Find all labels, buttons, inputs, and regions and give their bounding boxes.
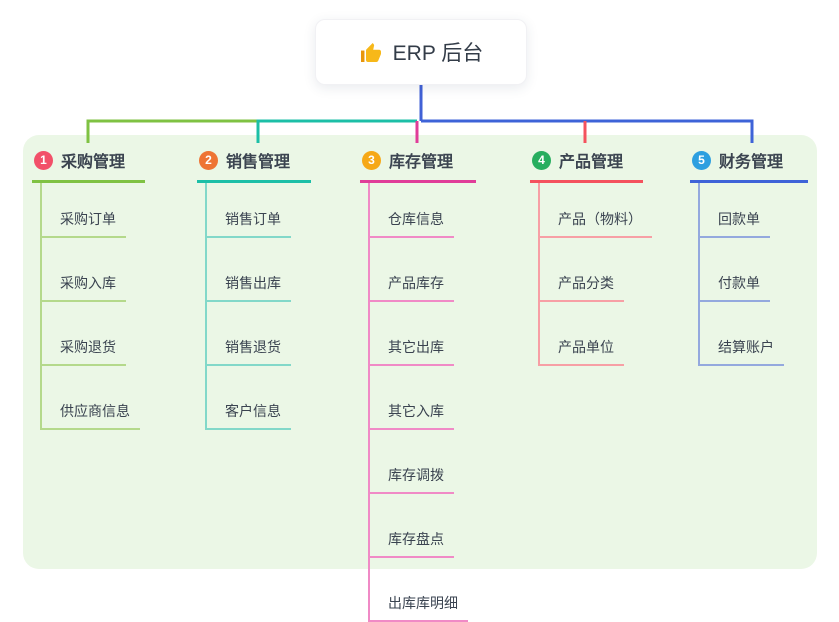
tree-node[interactable]: 结算账户 (700, 302, 784, 366)
branch-label: 采购管理 (61, 154, 126, 171)
branch-inventory: 3 库存管理 仓库信息 产品库存 其它出库 其它入库 库存调拨 库存盘点 出库库… (360, 148, 476, 622)
branch-items: 销售订单 销售出库 销售退货 客户信息 (205, 183, 291, 430)
node-label: 仓库信息 (388, 211, 444, 227)
node-label: 销售退货 (225, 339, 281, 355)
node-label: 供应商信息 (60, 403, 130, 419)
tree-node[interactable]: 付款单 (700, 238, 770, 302)
node-label: 产品（物料） (558, 211, 642, 227)
node-label: 出库库明细 (388, 595, 458, 611)
node-label: 其它出库 (388, 339, 444, 355)
tree-node[interactable]: 产品库存 (370, 238, 454, 302)
tree-node[interactable]: 采购订单 (42, 183, 126, 238)
branch-sales: 2 销售管理 销售订单 销售出库 销售退货 客户信息 (197, 148, 311, 430)
tree-node[interactable]: 销售退货 (207, 302, 291, 366)
node-label: 库存盘点 (388, 531, 444, 547)
branch-header-product[interactable]: 4 产品管理 (530, 148, 643, 183)
branch-product: 4 产品管理 产品（物料） 产品分类 产品单位 (530, 148, 652, 366)
tree-node[interactable]: 销售出库 (207, 238, 291, 302)
branch-number-badge: 4 (532, 150, 551, 170)
branch-label: 财务管理 (719, 154, 784, 171)
node-label: 产品库存 (388, 275, 444, 291)
root-node-erp[interactable]: ERP 后台 (315, 19, 527, 85)
branch-label: 产品管理 (559, 154, 624, 171)
tree-node[interactable]: 产品分类 (540, 238, 624, 302)
tree-node[interactable]: 出库库明细 (370, 558, 468, 622)
tree-node[interactable]: 库存调拨 (370, 430, 454, 494)
tree-node[interactable]: 产品（物料） (540, 183, 652, 238)
node-label: 采购退货 (60, 339, 116, 355)
branch-label: 销售管理 (226, 154, 291, 171)
tree-node[interactable]: 回款单 (700, 183, 770, 238)
branch-header-inventory[interactable]: 3 库存管理 (360, 148, 476, 183)
tree-node[interactable]: 供应商信息 (42, 366, 140, 430)
node-label: 产品单位 (558, 339, 614, 355)
tree-node[interactable]: 销售订单 (207, 183, 291, 238)
tree-node[interactable]: 库存盘点 (370, 494, 454, 558)
tree-node[interactable]: 客户信息 (207, 366, 291, 430)
node-label: 销售订单 (225, 211, 281, 227)
branch-items: 采购订单 采购入库 采购退货 供应商信息 (40, 183, 140, 430)
branch-number-badge: 1 (34, 150, 53, 170)
tree-node[interactable]: 仓库信息 (370, 183, 454, 238)
node-label: 采购入库 (60, 275, 116, 291)
tree-node[interactable]: 产品单位 (540, 302, 624, 366)
node-label: 结算账户 (718, 339, 774, 355)
node-label: 采购订单 (60, 211, 116, 227)
branch-header-finance[interactable]: 5 财务管理 (690, 148, 808, 183)
node-label: 销售出库 (225, 275, 281, 291)
tree-node[interactable]: 其它入库 (370, 366, 454, 430)
node-label: 客户信息 (225, 403, 281, 419)
branch-number-badge: 5 (692, 150, 711, 170)
branch-number-badge: 3 (362, 150, 381, 170)
branch-finance: 5 财务管理 回款单 付款单 结算账户 (690, 148, 808, 366)
node-label: 付款单 (718, 275, 760, 291)
branches-panel (23, 135, 817, 569)
tree-node[interactable]: 采购退货 (42, 302, 126, 366)
node-label: 库存调拨 (388, 467, 444, 483)
thumbs-up-icon (359, 41, 383, 65)
branch-number-badge: 2 (199, 150, 218, 170)
branch-header-purchase[interactable]: 1 采购管理 (32, 148, 145, 183)
branch-items: 回款单 付款单 结算账户 (698, 183, 784, 366)
tree-node[interactable]: 采购入库 (42, 238, 126, 302)
branch-header-sales[interactable]: 2 销售管理 (197, 148, 311, 183)
node-label: 其它入库 (388, 403, 444, 419)
tree-node[interactable]: 其它出库 (370, 302, 454, 366)
branch-purchase: 1 采购管理 采购订单 采购入库 采购退货 供应商信息 (32, 148, 145, 430)
node-label: 回款单 (718, 211, 760, 227)
branch-items: 仓库信息 产品库存 其它出库 其它入库 库存调拨 库存盘点 出库库明细 (368, 183, 468, 622)
node-label: 产品分类 (558, 275, 614, 291)
branch-items: 产品（物料） 产品分类 产品单位 (538, 183, 652, 366)
root-label: ERP 后台 (392, 42, 484, 65)
branch-label: 库存管理 (389, 154, 454, 171)
